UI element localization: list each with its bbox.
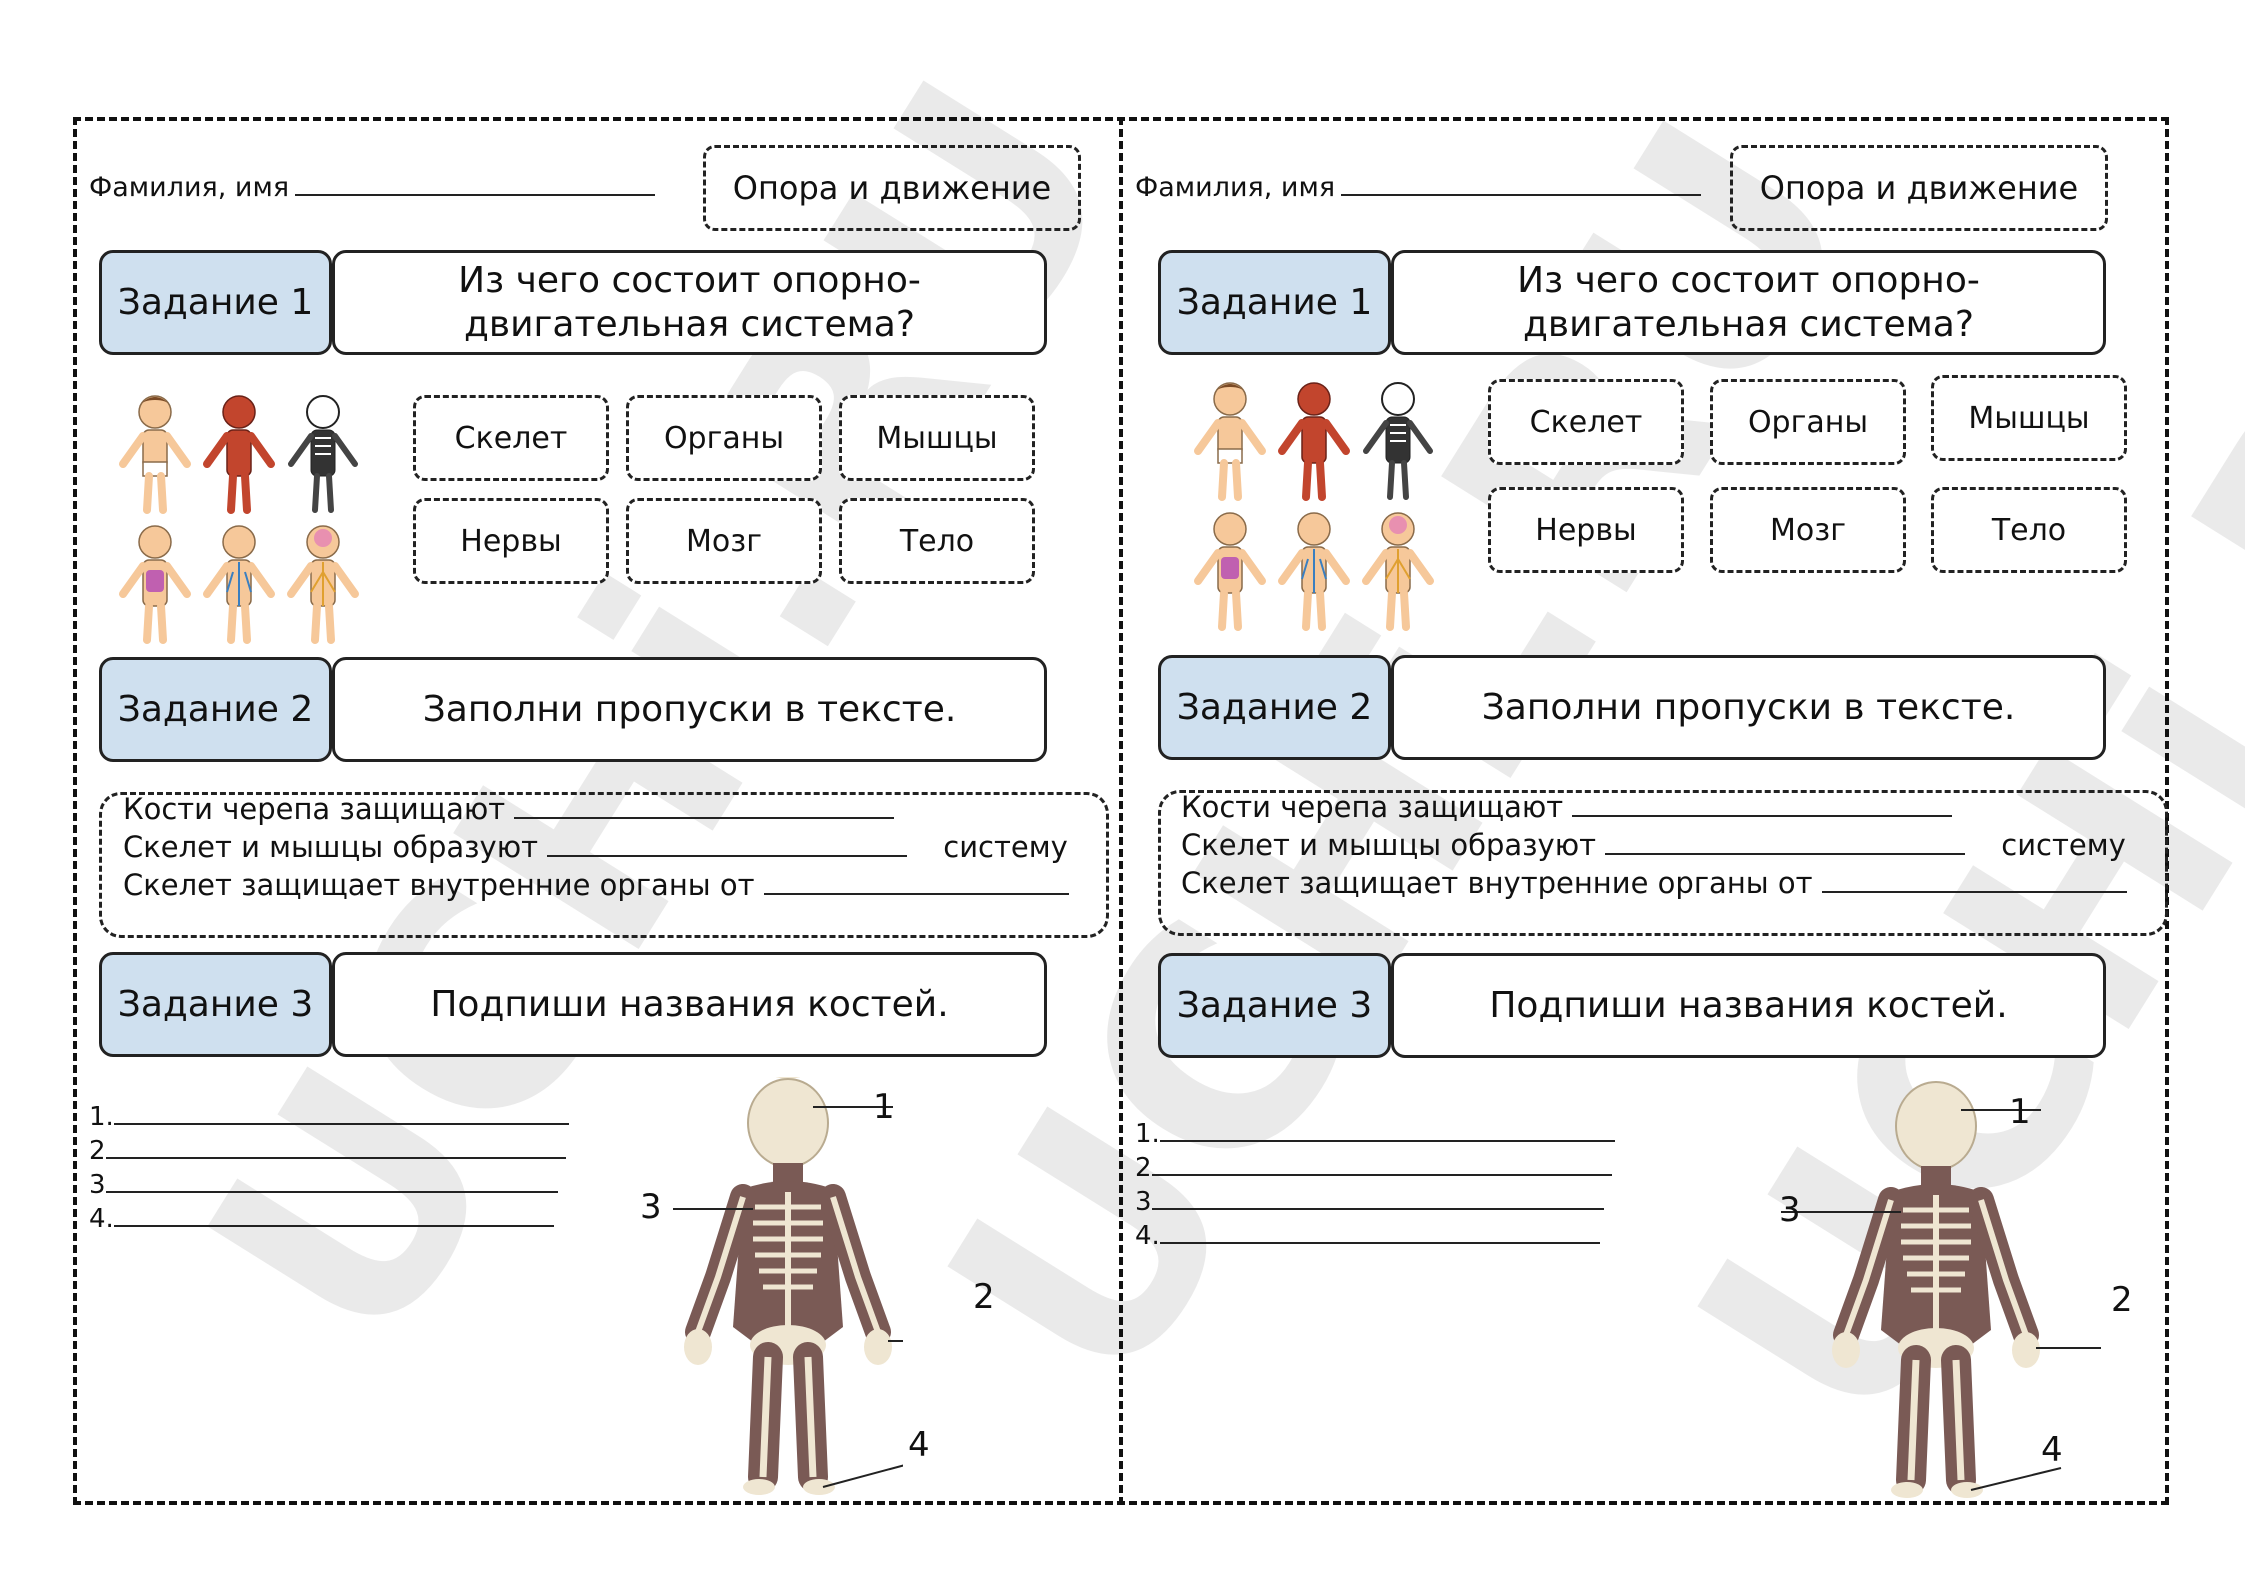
task2-title: Заполни пропуски в тексте.	[1391, 655, 2106, 760]
answer-line-2: 2	[89, 1136, 566, 1166]
answer-line-3: 3	[89, 1170, 558, 1200]
body-figure-circulation	[203, 525, 275, 644]
word-box-skeleton[interactable]: Скелет	[413, 395, 609, 481]
name-blank[interactable]	[295, 172, 656, 196]
task2-label: Задание 2	[1158, 655, 1391, 760]
name-label: Фамилия, имя	[1135, 172, 1336, 203]
answer-blank-2[interactable]	[105, 1139, 566, 1159]
word-box-body[interactable]: Тело	[1931, 487, 2127, 573]
callout-2: 2	[2111, 1280, 2133, 1320]
body-figure-skeleton	[1363, 382, 1433, 500]
sentence-3: Скелет защищает внутренние органы от	[123, 868, 1069, 902]
blank-1[interactable]	[514, 795, 895, 819]
word-box-nerves[interactable]: Нервы	[413, 498, 609, 584]
word-box-muscles[interactable]: Мышцы	[839, 395, 1035, 481]
answer-blank-4[interactable]	[113, 1207, 554, 1227]
word-box-organs[interactable]: Органы	[1710, 379, 1906, 465]
answer-line-3: 3	[1135, 1187, 1604, 1217]
task3-label: Задание 3	[1158, 953, 1391, 1058]
answer-line-1: 1.	[1135, 1119, 1615, 1149]
blank-2[interactable]	[547, 833, 908, 857]
callout-1: 1	[873, 1087, 895, 1127]
answer-line-2: 2	[1135, 1153, 1612, 1183]
answer-blank-3[interactable]	[105, 1173, 558, 1193]
word-box-organs[interactable]: Органы	[626, 395, 822, 481]
task2-row: Задание 2 Заполни пропуски в тексте.	[99, 657, 1047, 762]
task3-row: Задание 3 Подпиши названия костей.	[99, 952, 1047, 1057]
word-box-skeleton[interactable]: Скелет	[1488, 379, 1684, 465]
task3-row: Задание 3 Подпиши названия костей.	[1158, 953, 2106, 1058]
answer-blank-1[interactable]	[113, 1105, 569, 1125]
answer-blank-4[interactable]	[1159, 1224, 1600, 1244]
task2-label: Задание 2	[99, 657, 332, 762]
answer-line-4: 4.	[1135, 1221, 1600, 1251]
skeleton-diagram	[673, 1077, 903, 1495]
callout-3: 3	[640, 1187, 662, 1227]
fill-in-box	[99, 792, 1109, 938]
task1-title: Из чего состоит опорно-двигательная сист…	[332, 250, 1047, 355]
body-systems-illustration	[119, 395, 359, 644]
task2-row: Задание 2 Заполни пропуски в тексте.	[1158, 655, 2106, 760]
topic-box: Опора и движение	[1730, 145, 2108, 231]
answer-line-4: 4.	[89, 1204, 554, 1234]
answer-blank-3[interactable]	[1151, 1190, 1604, 1210]
body-figure-muscles	[1278, 382, 1350, 501]
task1-title: Из чего состоит опорно-двигательная сист…	[1391, 250, 2106, 355]
sentence-1: Кости черепа защищают	[123, 792, 895, 826]
blank-3[interactable]	[1821, 869, 2127, 893]
body-figure-circulation	[1278, 512, 1350, 631]
sentence-2: Скелет и мышцы образуют систему	[1181, 828, 2126, 862]
sentence-1: Кости черепа защищают	[1181, 790, 1953, 824]
task3-label: Задание 3	[99, 952, 332, 1057]
callout-2: 2	[973, 1277, 995, 1317]
body-figure-skin	[119, 395, 191, 514]
blank-3[interactable]	[763, 871, 1069, 895]
blank-1[interactable]	[1572, 793, 1953, 817]
callout-1: 1	[2009, 1092, 2031, 1132]
skeleton-leader-lines	[1781, 1109, 2101, 1491]
name-field[interactable]: Фамилия, имя	[1135, 172, 1702, 203]
callout-3: 3	[1779, 1190, 1801, 1230]
body-figure-nerves	[1362, 512, 1434, 631]
name-label: Фамилия, имя	[89, 172, 290, 203]
sentence-3: Скелет защищает внутренние органы от	[1181, 866, 2127, 900]
word-box-muscles[interactable]: Мышцы	[1931, 375, 2127, 461]
skeleton-diagram	[1832, 1081, 2040, 1498]
body-figure-skin	[1194, 382, 1266, 501]
word-box-brain[interactable]: Мозг	[626, 498, 822, 584]
task3-title: Подпиши названия костей.	[1391, 953, 2106, 1058]
sheet-divider	[1119, 117, 1123, 1505]
worksheet-left: Фамилия, имя Опора и движение Задание 1 …	[73, 117, 1119, 1505]
task3-title: Подпиши названия костей.	[332, 952, 1047, 1057]
body-figure-nerves	[287, 525, 359, 644]
word-box-brain[interactable]: Мозг	[1710, 487, 1906, 573]
fill-in-box	[1158, 790, 2168, 936]
callout-4: 4	[908, 1425, 930, 1465]
callout-4: 4	[2041, 1430, 2063, 1470]
body-figure-muscles	[203, 395, 275, 514]
task1-label: Задание 1	[99, 250, 332, 355]
name-blank[interactable]	[1341, 172, 1702, 196]
word-box-nerves[interactable]: Нервы	[1488, 487, 1684, 573]
task1-row: Задание 1 Из чего состоит опорно-двигате…	[1158, 250, 2106, 355]
name-field[interactable]: Фамилия, имя	[89, 172, 656, 203]
body-figure-organs	[119, 525, 191, 644]
task2-title: Заполни пропуски в тексте.	[332, 657, 1047, 762]
sentence-2: Скелет и мышцы образуют систему	[123, 830, 1068, 864]
blank-2[interactable]	[1605, 831, 1966, 855]
task1-row: Задание 1 Из чего состоит опорно-двигате…	[99, 250, 1047, 355]
answer-blank-2[interactable]	[1151, 1156, 1612, 1176]
body-figure-skeleton	[288, 395, 358, 513]
worksheet-right: Фамилия, имя Опора и движение Задание 1 …	[1131, 117, 2177, 1505]
task1-label: Задание 1	[1158, 250, 1391, 355]
answer-blank-1[interactable]	[1159, 1122, 1615, 1142]
body-systems-illustration	[1194, 382, 1434, 631]
word-box-body[interactable]: Тело	[839, 498, 1035, 584]
body-figure-organs	[1194, 512, 1266, 631]
topic-box: Опора и движение	[703, 145, 1081, 231]
answer-line-1: 1.	[89, 1102, 569, 1132]
